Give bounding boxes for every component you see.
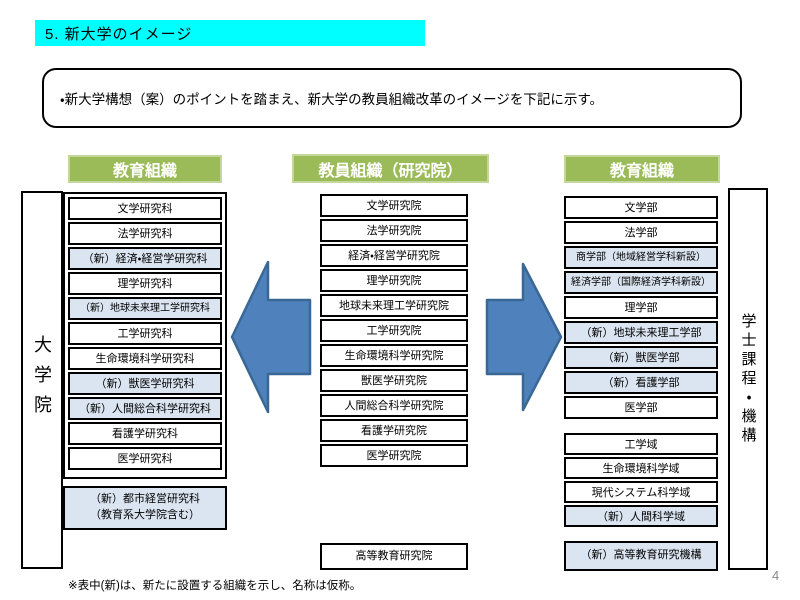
org-box: 現代システム科学域 — [564, 481, 718, 503]
header-undergrad-education-org: 教育組織 — [564, 155, 720, 183]
org-box: 経済学部（国際経済学科新設） — [564, 271, 718, 294]
right-arrow-icon — [485, 262, 563, 412]
org-box: 理学研究院 — [320, 269, 468, 292]
org-box: 生命環境科学研究院 — [320, 344, 468, 367]
header-faculty-org: 教員組織（研究院） — [292, 154, 489, 183]
page-title: 5. 新大学のイメージ — [35, 20, 425, 46]
org-box: 医学研究科 — [68, 447, 222, 470]
intro-text: ・新大学構想（案）のポイントを踏まえ、新大学の教員組織改革のイメージを下記に示す… — [60, 92, 603, 107]
higher-education-org-box: （新）高等教育研究機構 — [564, 541, 718, 571]
org-box: 工学域 — [564, 433, 718, 455]
org-box: （新）人間総合科学研究科 — [68, 397, 222, 420]
grad-org-group: 文学研究科法学研究科（新）経済・経営学研究科理学研究科（新）地球未来理工学研究科… — [63, 192, 227, 479]
org-box: 法学研究科 — [68, 222, 222, 245]
org-box: 文学部 — [564, 196, 718, 219]
org-box: （新）地球未来理工学研究科 — [68, 297, 222, 320]
org-box: 看護学研究科 — [68, 422, 222, 445]
org-box: （新）看護学部 — [564, 371, 718, 394]
org-box: 文学研究院 — [320, 194, 468, 217]
page-number: 4 — [772, 568, 780, 583]
intro-box: ・新大学構想（案）のポイントを踏まえ、新大学の教員組織改革のイメージを下記に示す… — [42, 68, 742, 128]
right-axis-bachelor-programs: 学士課程・機構 — [728, 188, 768, 570]
undergrad-domains-group: 工学域生命環境科学域現代システム科学域（新）人間科学域 — [564, 433, 718, 527]
footnote: ※表中(新)は、新たに設置する組織を示し、名称は仮称。 — [68, 580, 362, 592]
org-box: 理学研究科 — [68, 272, 222, 295]
org-box: 工学研究科 — [68, 322, 222, 345]
org-box: （新）人間科学域 — [564, 505, 718, 527]
org-box: 獣医学研究院 — [320, 369, 468, 392]
org-box: 経済・経営学研究院 — [320, 244, 468, 267]
urban-management-grad-box: （新）都市経営研究科 （教育系大学院含む） — [63, 486, 227, 530]
org-box: （新）経済・経営学研究科 — [68, 247, 222, 270]
org-box: 工学研究院 — [320, 319, 468, 342]
org-box: （新）獣医学部 — [564, 346, 718, 369]
org-box: 医学研究院 — [320, 444, 468, 467]
org-box: （新）地球未来理工学部 — [564, 321, 718, 344]
header-grad-education-org: 教育組織 — [68, 155, 222, 183]
org-box: （新）獣医学研究科 — [68, 372, 222, 395]
org-box: 文学研究科 — [68, 197, 222, 220]
undergrad-faculties-group: 文学部法学部商学部（地域経営学科新設）経済学部（国際経済学科新設）理学部（新）地… — [564, 196, 718, 419]
org-box: 地球未来理工学研究院 — [320, 294, 468, 317]
org-box: 法学研究院 — [320, 219, 468, 242]
org-box: 理学部 — [564, 296, 718, 319]
left-axis-graduate-school: 大学院 — [21, 191, 63, 569]
org-box: 生命環境科学域 — [564, 457, 718, 479]
org-box: 人間総合科学研究院 — [320, 394, 468, 417]
org-box: 看護学研究院 — [320, 419, 468, 442]
org-box: 法学部 — [564, 221, 718, 244]
left-arrow-icon — [230, 260, 312, 414]
org-box: 生命環境科学研究科 — [68, 347, 222, 370]
faculty-org-group: 文学研究院法学研究院経済・経営学研究院理学研究院地球未来理工学研究院工学研究院生… — [320, 194, 468, 467]
org-box: 医学部 — [564, 396, 718, 419]
higher-education-research-box: 高等教育研究院 — [320, 543, 468, 570]
org-box: 商学部（地域経営学科新設） — [564, 246, 718, 269]
